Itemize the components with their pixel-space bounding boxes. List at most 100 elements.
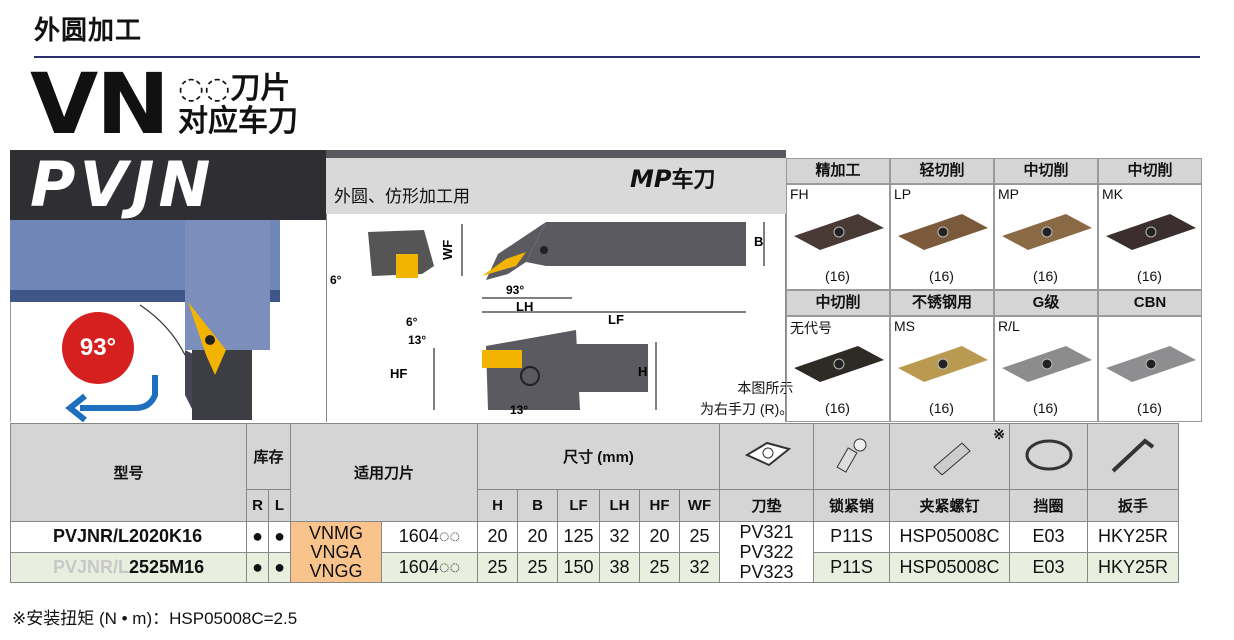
diagram-top-band: [326, 150, 786, 158]
row1-h: 20: [477, 521, 518, 553]
part-wrench: 扳手: [1087, 489, 1179, 522]
dim-lh: LH: [599, 489, 640, 522]
insert-cell: [1098, 316, 1202, 422]
insert-count: (16): [825, 268, 850, 284]
insert-count: (16): [1033, 400, 1058, 416]
screw-note-mark: ※: [993, 426, 1005, 442]
insert-types: VNMG VNGA VNGG: [290, 521, 382, 583]
diagram-note: 本图所示 为右手刀 (R)。: [700, 378, 793, 420]
shim-models: PV321 PV322 PV323: [719, 521, 814, 583]
insert-hole: [937, 226, 949, 238]
insert-category: 不锈钢用: [890, 290, 994, 316]
section-title: 外圆加工: [34, 16, 143, 46]
mp-suffix: 车刀: [671, 168, 716, 193]
insert-hole: [1145, 226, 1157, 238]
insert-count: (16): [1033, 268, 1058, 284]
vn-subtitle-line1: ◌◌刀片: [178, 71, 291, 106]
row2-h: 25: [477, 551, 518, 583]
row1-lf: 125: [557, 521, 600, 553]
insert-count: (16): [1137, 400, 1162, 416]
insert-count: (16): [1137, 268, 1162, 284]
shim-icon: [719, 423, 814, 490]
header-stock: 库存: [246, 423, 291, 490]
label-13a: 13°: [408, 333, 426, 347]
insert-cell: [786, 316, 890, 422]
insert-image: [1106, 346, 1196, 382]
insert-hole: [937, 358, 949, 370]
insert-image: [1002, 214, 1092, 250]
row2-model: PVJNR/L2525M16: [10, 551, 247, 583]
mp-text: MP: [630, 165, 672, 193]
label-6a: 6°: [330, 273, 342, 287]
insert-image: [794, 346, 884, 382]
table-row: PVJNR/L2020K16 ● ● VNMG VNGA VNGG 1604◌◌…: [10, 521, 1179, 583]
insert-category: 中切削: [786, 290, 890, 316]
insert-category: 轻切削: [890, 158, 994, 184]
insert-cell: [890, 184, 994, 290]
row1-pin: P11S: [813, 521, 890, 553]
part-shim: 刀垫: [719, 489, 814, 522]
label-b: B: [754, 234, 763, 249]
row2-r: ●: [246, 551, 269, 583]
insert-count: (16): [929, 268, 954, 284]
row2-wrench: HKY25R: [1087, 551, 1179, 583]
row1-ring: E03: [1009, 521, 1088, 553]
part-pin: 锁紧销: [813, 489, 890, 522]
insert-cell: [786, 184, 890, 290]
label-6b: 6°: [406, 315, 418, 329]
insert-code: FH: [790, 186, 809, 202]
mp-label: MP车刀: [630, 162, 716, 194]
note-line2: 为右手刀 (R)。: [700, 401, 794, 417]
insert-hole: [1041, 358, 1053, 370]
row1-wrench: HKY25R: [1087, 521, 1179, 553]
part-screw: 夹紧螺钉: [889, 489, 1010, 522]
dim-b: B: [517, 489, 558, 522]
dim-h: H: [477, 489, 518, 522]
insert-code: LP: [894, 186, 912, 202]
insert-category: CBN: [1098, 290, 1202, 316]
insert-category: 中切削: [1098, 158, 1202, 184]
dim-hf: HF: [639, 489, 680, 522]
insert-cell: [994, 184, 1098, 290]
insert-count: (16): [929, 400, 954, 416]
header-r: R: [246, 489, 269, 522]
spec-table: 型号 库存 适用刀片 尺寸 (mm) ※ R L H B LF LH HF WF…: [10, 423, 1179, 583]
header-model: 型号: [10, 423, 247, 522]
diagram-header: [326, 158, 786, 214]
insert-hole: [1041, 226, 1053, 238]
row1-r: ●: [246, 521, 269, 553]
vn-subtitle: ◌◌刀片 对应车刀: [178, 72, 298, 138]
insert-code: R/L: [998, 318, 1020, 334]
holder-name: PVJN: [30, 148, 215, 221]
diagram-panel: [326, 158, 786, 422]
label-lh: LH: [516, 299, 533, 314]
insert-hole: [1145, 358, 1157, 370]
insert-code: MP: [998, 186, 1019, 202]
insert-image: [1106, 214, 1196, 250]
dimension-drawing: WF B 6° 93° LH LF 6° 13° HF H 13°: [330, 222, 765, 417]
row2-wf: 32: [679, 551, 720, 583]
row2-lh: 38: [599, 551, 640, 583]
insert-code: MS: [894, 318, 915, 334]
vn-subtitle-line2: 对应车刀: [178, 104, 298, 139]
insert-category: G级: [994, 290, 1098, 316]
insert-image: [1002, 346, 1092, 382]
table-row: PVJNR/L2525M16 ● ● 1604◌◌ 25 25 150 38 2…: [10, 551, 1179, 583]
insert-hole: [833, 358, 845, 370]
angle-badge: 93°: [62, 312, 134, 384]
insert-cell: [890, 316, 994, 422]
diagram-subtitle: 外圆、仿形加工用: [334, 187, 470, 206]
pin-icon: [813, 423, 890, 490]
insert-cell: [1098, 184, 1202, 290]
label-wf: WF: [440, 240, 455, 260]
note-line1: 本图所示: [737, 380, 794, 396]
holder-illustration: [10, 210, 280, 422]
row2-model-suffix: 2525M16: [129, 556, 205, 577]
section-divider: [34, 56, 1200, 58]
label-hf: HF: [390, 366, 407, 381]
screw-icon: ※: [889, 423, 1010, 490]
wrench-icon: [1087, 423, 1179, 490]
row2-hf: 25: [639, 551, 680, 583]
insert-category: 精加工: [786, 158, 890, 184]
